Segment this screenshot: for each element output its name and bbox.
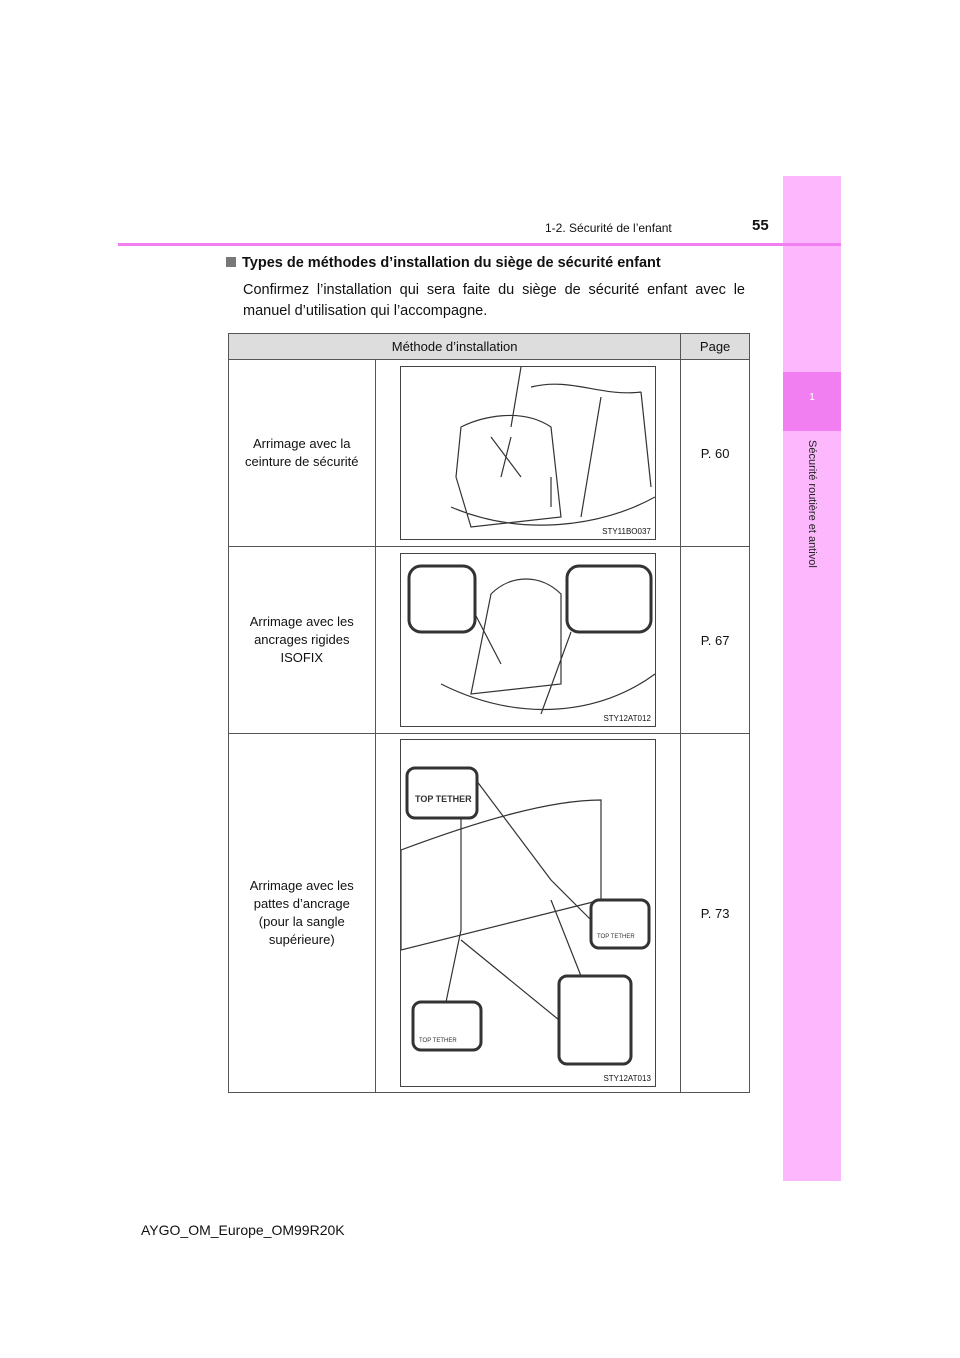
tether-label: TOP TETHER [597, 934, 635, 940]
page-reference[interactable]: P. 67 [680, 546, 750, 734]
table-row: Arrimage avec les ancrages rigides ISOFI… [228, 546, 750, 734]
chapter-sidebar [783, 176, 841, 1181]
page-number: 55 [752, 217, 769, 234]
isofix-illustration: STY12AT012 [399, 553, 656, 727]
bullet-square-icon [226, 257, 236, 267]
header-method: Méthode d’installation [227, 333, 682, 360]
image-code: STY12AT012 [603, 714, 651, 723]
intro-paragraph: Confirmez l’installation qui sera faite … [243, 282, 745, 319]
seatbelt-illustration: STY11BO037 [399, 366, 656, 540]
table-row: Arrimage avec la ceinture de sécurité ST… [228, 359, 750, 547]
page-reference[interactable]: P. 60 [680, 359, 750, 547]
tether-label: TOP TETHER [415, 794, 472, 804]
installation-methods-table: Méthode d’installation Page Arrimage ave… [227, 333, 750, 1093]
header-page: Page [680, 333, 750, 360]
header-rule [118, 243, 841, 246]
top-tether-illustration: TOP TETHER TOP TETHER TOP TETHER STY12AT01… [399, 739, 656, 1087]
section-title: 1-2. Sécurité de l’enfant [545, 221, 672, 235]
table-header: Méthode d’installation Page [227, 333, 750, 360]
method-label: Arrimage avec les pattes d’ancrage (pour… [228, 733, 376, 1093]
heading: Types de méthodes d’installation du sièg… [226, 255, 661, 271]
tether-label: TOP TETHER [419, 1038, 457, 1044]
footer: AYGO_OM_Europe_OM99R20K [141, 1222, 345, 1238]
page-reference[interactable]: P. 73 [680, 733, 750, 1093]
chapter-label: Sécurité routière et antivol [806, 440, 818, 568]
chapter-tab: 1 [783, 372, 841, 431]
heading-text: Types de méthodes d’installation du sièg… [242, 255, 661, 271]
method-label: Arrimage avec la ceinture de sécurité [228, 359, 376, 547]
image-code: STY11BO037 [602, 527, 651, 536]
method-label: Arrimage avec les ancrages rigides ISOFI… [228, 546, 376, 734]
image-code: STY12AT013 [603, 1074, 651, 1083]
table-row: Arrimage avec les pattes d’ancrage (pour… [228, 733, 750, 1093]
